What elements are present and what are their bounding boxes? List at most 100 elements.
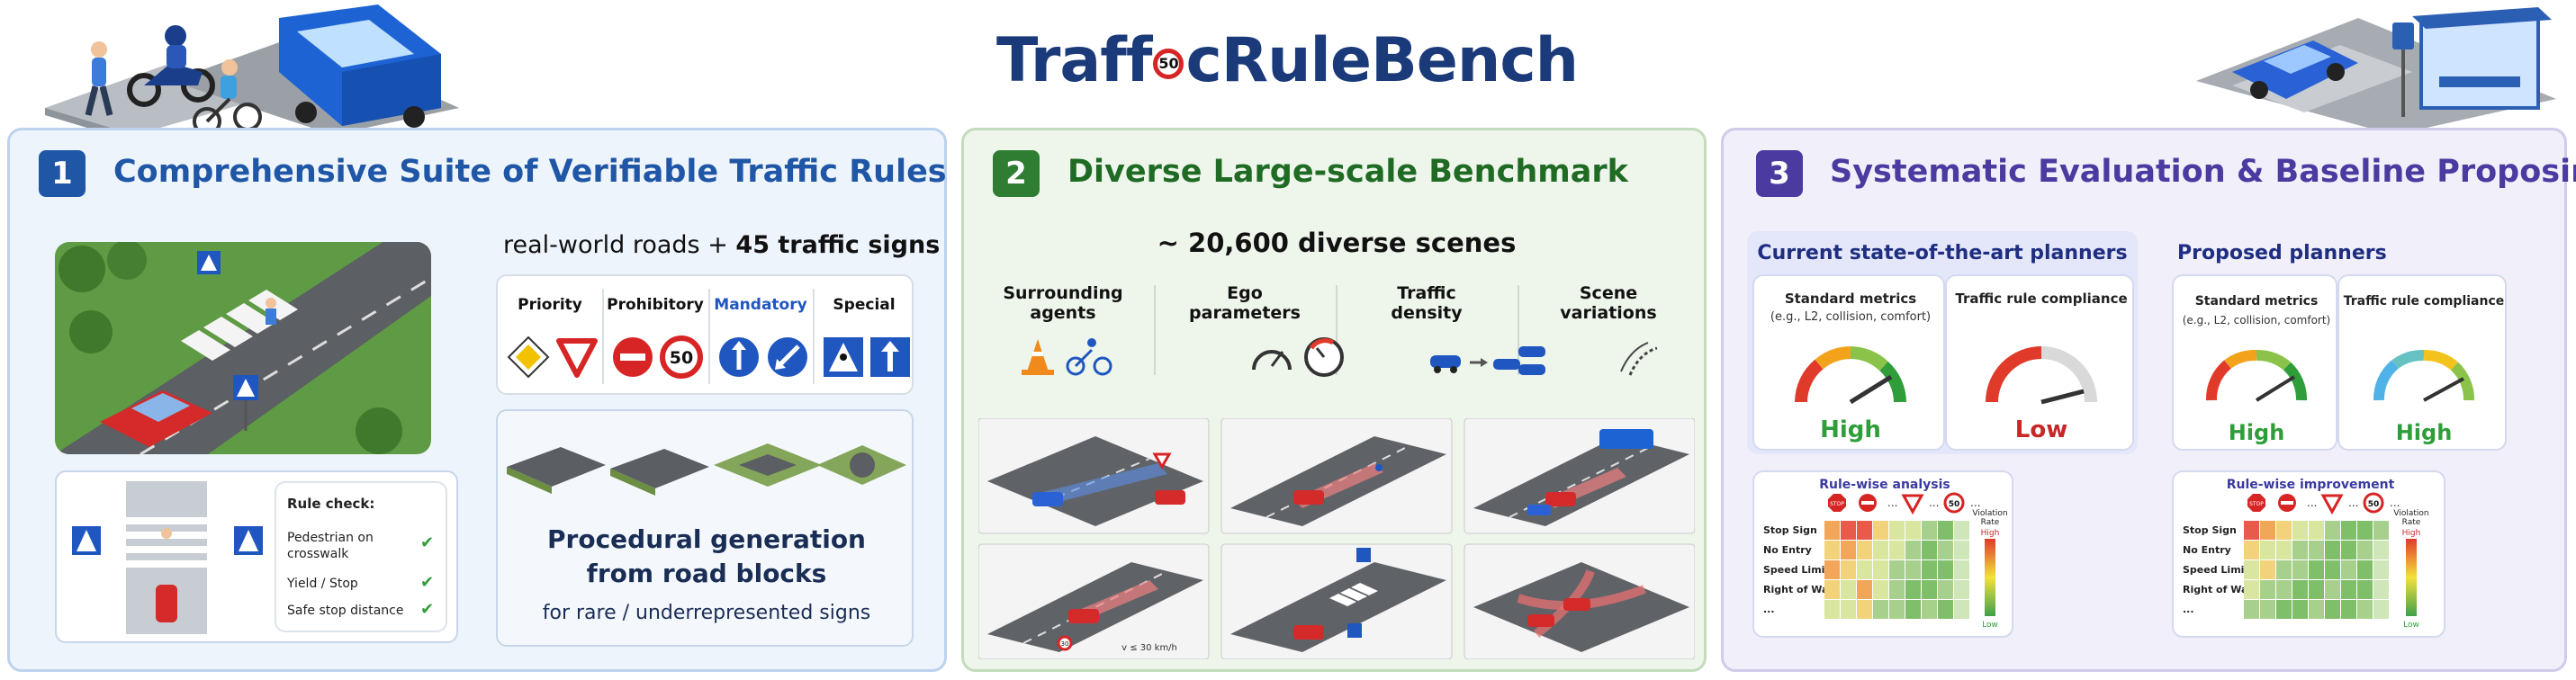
proposed-compliance-card: Traffic rule compliance High: [2337, 274, 2507, 451]
rule-row-label: ...: [1763, 604, 1775, 615]
heatmap-cell: [1873, 600, 1888, 619]
heatmap-cell: [2260, 541, 2275, 559]
traffic-cone-icon: [1022, 339, 1054, 375]
heatmap-cell: [2373, 521, 2389, 540]
gauge-high-icon: [1795, 346, 1906, 405]
many-cars-icon: [1493, 346, 1545, 375]
red-car-icon: [100, 390, 212, 447]
heatmap-cell: [1938, 521, 1953, 540]
rule-check-item: Safe stop distance: [287, 604, 404, 618]
speed-limit-label: 50: [1949, 500, 1960, 509]
category-label-special: Special: [833, 296, 896, 314]
pedestrian-crossing-sign-icon: [824, 337, 863, 377]
priority-signs: [507, 336, 598, 379]
stop-sign-icon: [1828, 494, 1846, 512]
heatmap-cell: [2292, 600, 2308, 619]
panel-title: Diverse Large-scale Benchmark: [1067, 154, 1628, 190]
scene-samples-grid: 30 v ≤ 30 km/h: [978, 418, 1695, 659]
heatmap-cell: [2260, 580, 2275, 599]
title-part-2: cRuleBench: [1185, 25, 1579, 96]
card-subtitle: (e.g., L2, collision, comfort): [2182, 314, 2331, 327]
header-ellipsis: ...: [2390, 497, 2400, 509]
heatmap-cell: [2357, 521, 2373, 540]
card-title: Traffic rule compliance: [2343, 294, 2505, 309]
road-block-icon: [714, 443, 822, 487]
analysis-title: Rule-wise analysis: [1819, 478, 1950, 492]
heatmap-cell: [1954, 521, 1969, 540]
heatmap-cell: [1922, 560, 1937, 579]
heatmap-cell: [1857, 560, 1872, 579]
header-ellipsis: ...: [1929, 497, 1939, 509]
legend-low-label: Low: [1982, 621, 1998, 630]
heatmap-cell: [1922, 541, 1937, 559]
one-way-sign-icon: [870, 337, 910, 377]
road-block-icon: [610, 449, 709, 496]
heatmap-cell: [1905, 541, 1921, 559]
heatmap-cell: [1905, 600, 1921, 619]
heatmap-cell: [1905, 560, 1921, 579]
heatmap-cell: [1824, 600, 1840, 619]
heatmap-cell: [2373, 541, 2389, 559]
heatmap-cell: [1841, 600, 1856, 619]
heatmap-cell: [1873, 560, 1888, 579]
check-icon: ✔: [420, 600, 435, 619]
category-label-mandatory: Mandatory: [714, 296, 807, 314]
heatmap-cell: [2244, 560, 2259, 579]
heatmap-cell: [2341, 600, 2356, 619]
road-blocks-illustration: [507, 443, 906, 496]
pedestrian-icon: [85, 41, 113, 116]
procedural-title-line1: Procedural generation: [547, 524, 866, 554]
heatmap-cell: [1889, 560, 1905, 579]
speed-note: v ≤ 30 km/h: [1121, 643, 1177, 653]
header-sign-icons: STOP......50...: [1828, 492, 1980, 515]
procedural-generation-card: Procedural generation from road blocks f…: [496, 409, 914, 647]
heatmap-cell: [2292, 521, 2308, 540]
sota-header: Current state-of-the-art planners: [1757, 242, 2128, 264]
factor-icons: [1022, 337, 1658, 377]
sota-standard-result: High: [1820, 416, 1881, 443]
heatmap-cell: [1824, 521, 1840, 540]
curvy-road-icon: [1620, 342, 1658, 376]
scene-tile: [1464, 543, 1695, 659]
rule-row-label: Right of Way: [2183, 584, 2254, 595]
cyclist-icon: [193, 59, 262, 135]
sota-compliance-result: Low: [2014, 416, 2068, 443]
stop-sign-icon: [2247, 494, 2265, 512]
heatmap-cell: [1857, 600, 1872, 619]
legend-high-label: High: [1981, 529, 2000, 538]
road-block-icon: [507, 447, 606, 494]
heatmap-cell: [2260, 521, 2275, 540]
heatmap-cell: [1889, 521, 1905, 540]
scene-tile: [1220, 543, 1453, 659]
walking-pedestrian-icon: [266, 298, 276, 325]
card-title: Traffic rule compliance: [1955, 291, 2128, 307]
legend-title-line2: Rate: [2402, 518, 2421, 527]
rule-row-label: ...: [2183, 604, 2194, 615]
heatmap-cell: [2292, 560, 2308, 579]
heatmap-cell: [1889, 541, 1905, 559]
speed-limit-sign-icon: 50: [1153, 49, 1184, 80]
card-title: Standard metrics: [2194, 294, 2319, 309]
heatmap-cell: [1905, 521, 1921, 540]
sota-compliance-card: Traffic rule compliance Low: [1945, 274, 2134, 451]
heatmap-cell: [2341, 541, 2356, 559]
heatmap-cell: [1873, 580, 1888, 599]
heatmap-cell: [1873, 541, 1888, 559]
heatmap-cell: [1841, 541, 1856, 559]
rule-row-label: Speed Limit: [1763, 564, 1830, 576]
panel-number-badge: 2: [993, 150, 1040, 197]
heatmap-cell: [2357, 600, 2373, 619]
heatmap-cell: [2357, 541, 2373, 559]
header-ellipsis: ...: [1970, 497, 1980, 509]
card-subtitle: (e.g., L2, collision, comfort): [1770, 310, 1932, 324]
scene-count: ~ 20,600 diverse scenes: [1157, 228, 1517, 258]
bus-stop-sign-icon: [2392, 22, 2414, 117]
street-scene-illustration: [45, 4, 459, 135]
heatmap-cell: [2325, 541, 2340, 559]
road-block-icon: [817, 445, 906, 485]
heatmap-cell: [1857, 521, 1872, 540]
heatmap-cell: [1889, 580, 1905, 599]
yield-sign-icon: [2320, 494, 2344, 515]
heatmap-cell: [2309, 560, 2324, 579]
